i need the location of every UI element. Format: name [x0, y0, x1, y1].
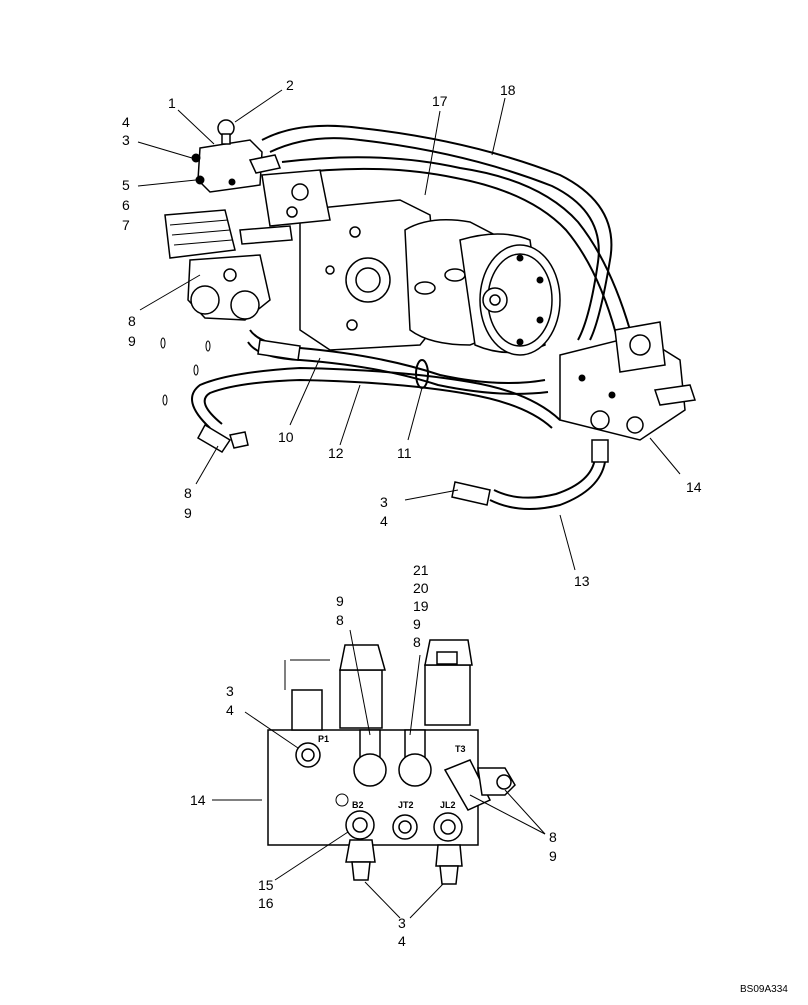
- hose-18: [261, 124, 613, 341]
- callout-8: 8: [413, 634, 421, 650]
- callout-16: 16: [258, 895, 274, 911]
- callout-13: 13: [574, 573, 590, 589]
- callout-8: 8: [336, 612, 344, 628]
- port-labels: P1 T3 B2 JT2 JL2: [318, 734, 466, 810]
- motor-drum: [459, 233, 561, 356]
- callout-17: 17: [432, 93, 448, 109]
- callout-3: 3: [122, 132, 130, 148]
- callout-4: 4: [226, 702, 234, 718]
- hose-13: [451, 439, 609, 510]
- callout-9: 9: [128, 333, 136, 349]
- callout-3: 3: [380, 494, 388, 510]
- callout-4: 4: [380, 513, 388, 529]
- callout-18: 18: [500, 82, 516, 98]
- port-jt2: JT2: [398, 800, 414, 810]
- callouts-bottom: 21 20 19 9 8 9 8 3 4 14 8 9 15 16 3 4: [190, 562, 557, 949]
- callouts-top: 1 2 4 3 5 6 7 17 18 8 9 10 12 11 14 8 9 …: [122, 77, 702, 589]
- valve-block-14-detail: [267, 639, 516, 885]
- callout-6: 6: [122, 197, 130, 213]
- port-b2: B2: [352, 800, 364, 810]
- callout-9: 9: [413, 616, 421, 632]
- callout-12: 12: [328, 445, 344, 461]
- callout-4: 4: [122, 114, 130, 130]
- callout-14: 14: [190, 792, 206, 808]
- leader-lines-bottom: [212, 629, 546, 919]
- callout-11: 11: [397, 445, 412, 461]
- valve-block-14-top: [559, 321, 696, 441]
- figure-reference: BS09A334: [740, 984, 788, 995]
- callout-8: 8: [184, 485, 192, 501]
- callout-8: 8: [549, 829, 557, 845]
- callout-3: 3: [398, 915, 406, 931]
- callout-7: 7: [122, 217, 130, 233]
- callout-4: 4: [398, 933, 406, 949]
- valve-block-1: [191, 119, 331, 227]
- hose-12: [191, 366, 561, 454]
- callout-5: 5: [122, 177, 130, 193]
- callout-3: 3: [226, 683, 234, 699]
- callout-9: 9: [336, 593, 344, 609]
- o-rings: [160, 337, 211, 406]
- callout-10: 10: [278, 429, 294, 445]
- callout-9: 9: [184, 505, 192, 521]
- callout-8: 8: [128, 313, 136, 329]
- leader-lines-top: [137, 89, 681, 571]
- callout-15: 15: [258, 877, 274, 893]
- callout-20: 20: [413, 580, 429, 596]
- callout-9: 9: [549, 848, 557, 864]
- solenoid-cluster-left: [164, 209, 293, 321]
- callout-2: 2: [286, 77, 294, 93]
- callout-19: 19: [413, 598, 429, 614]
- port-jl2: JL2: [440, 800, 456, 810]
- port-t3: T3: [455, 744, 466, 754]
- callout-1: 1: [168, 95, 176, 111]
- port-p1: P1: [318, 734, 329, 744]
- callout-14: 14: [686, 479, 702, 495]
- callout-21: 21: [413, 562, 429, 578]
